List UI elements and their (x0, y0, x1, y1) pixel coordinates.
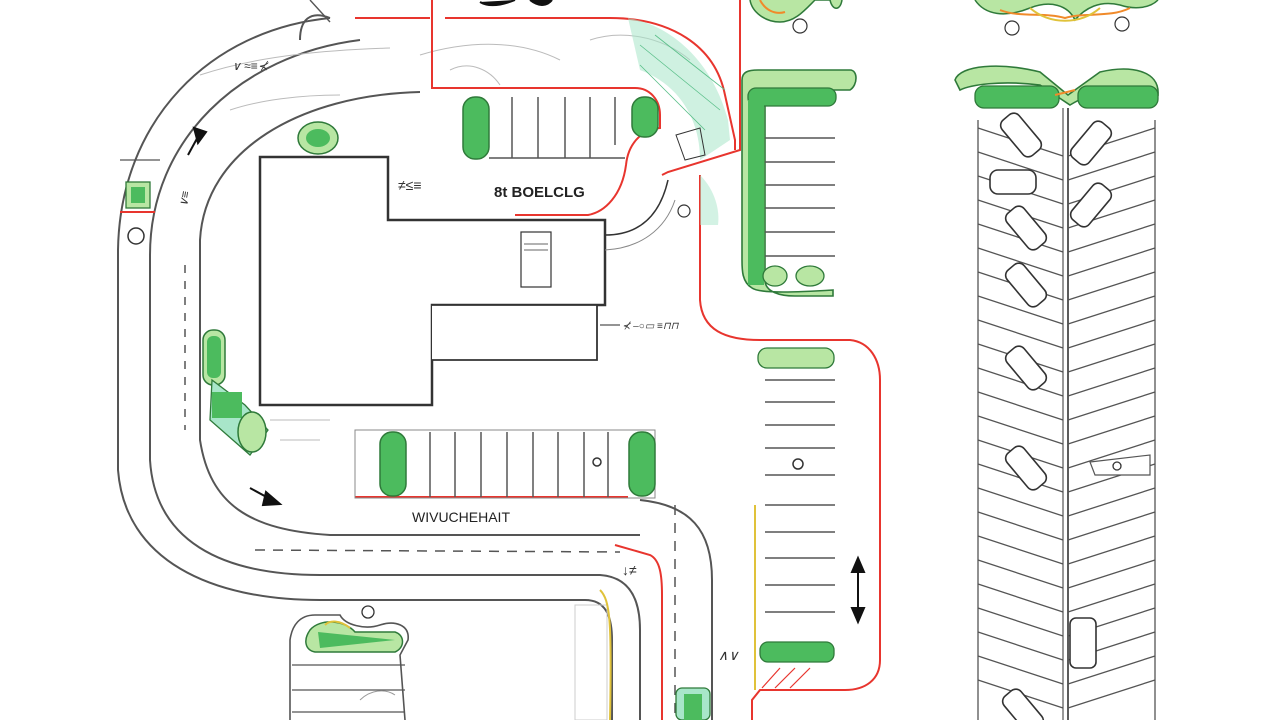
stall-line (977, 559, 1064, 589)
stall-line (977, 295, 1064, 325)
stall-line (977, 511, 1064, 541)
main-building (258, 155, 676, 407)
stall-line (1067, 415, 1156, 445)
scribble-label-c: ↓≠ (622, 562, 637, 578)
parking-block-east (741, 69, 857, 690)
building-label: 8t BOELCLG (494, 184, 585, 201)
scribble-label-e: ∨≡ (176, 190, 193, 208)
stall-line (977, 487, 1064, 517)
stall-line (1067, 511, 1156, 541)
tree-icon (127, 227, 145, 245)
scribble-label-a: ∨ ≈≡⊀ (232, 59, 269, 73)
lane-label: WIVUCHEHAIT (412, 509, 510, 525)
stall-line (977, 535, 1064, 565)
stall-line (977, 247, 1064, 277)
top-ornamental-islands (479, 0, 1159, 36)
stall-line (1067, 535, 1156, 565)
stall-line (977, 319, 1064, 349)
stall-line (977, 631, 1064, 661)
stall-line (977, 367, 1064, 397)
stall-line (977, 391, 1064, 421)
stall-line (1067, 391, 1156, 421)
property-line (120, 0, 881, 720)
sketch-strokes (199, 34, 691, 441)
left-islands (125, 121, 339, 456)
corner-landscape (628, 18, 730, 225)
direction-arrow-icon (187, 126, 866, 625)
stall-line (1067, 271, 1156, 301)
stall-line (1067, 583, 1156, 613)
parking-row-middle (354, 429, 656, 499)
stall-line (1067, 367, 1156, 397)
loop-road (117, 0, 713, 720)
stall-line (1067, 487, 1156, 517)
stall-line (1067, 655, 1156, 685)
stall-line (1067, 295, 1156, 325)
stall-line (1067, 439, 1156, 469)
stall-line (977, 415, 1064, 445)
stall-line (1067, 559, 1156, 589)
stall-line (977, 655, 1064, 685)
stall-line (1067, 679, 1156, 709)
stall-line (977, 583, 1064, 613)
stall-line (1067, 247, 1156, 277)
parking-row-top (462, 96, 659, 160)
stall-line (1067, 151, 1156, 181)
stall-line (1067, 223, 1156, 253)
parking-block-southwest (289, 589, 711, 720)
scribble-label-b: ≠≤≡ (398, 177, 422, 193)
stall-line (977, 151, 1064, 181)
stall-line (977, 607, 1064, 637)
service-label: ⊀ –○▭ ≡⊓⊓ (622, 321, 680, 332)
car-icon (989, 112, 1113, 720)
scribble-label-d: ∧∨ (718, 647, 739, 663)
utility-symbol-icon (592, 457, 602, 467)
parking-herringbone (954, 65, 1159, 720)
stall-line (1067, 319, 1156, 349)
stall-line (1067, 343, 1156, 373)
